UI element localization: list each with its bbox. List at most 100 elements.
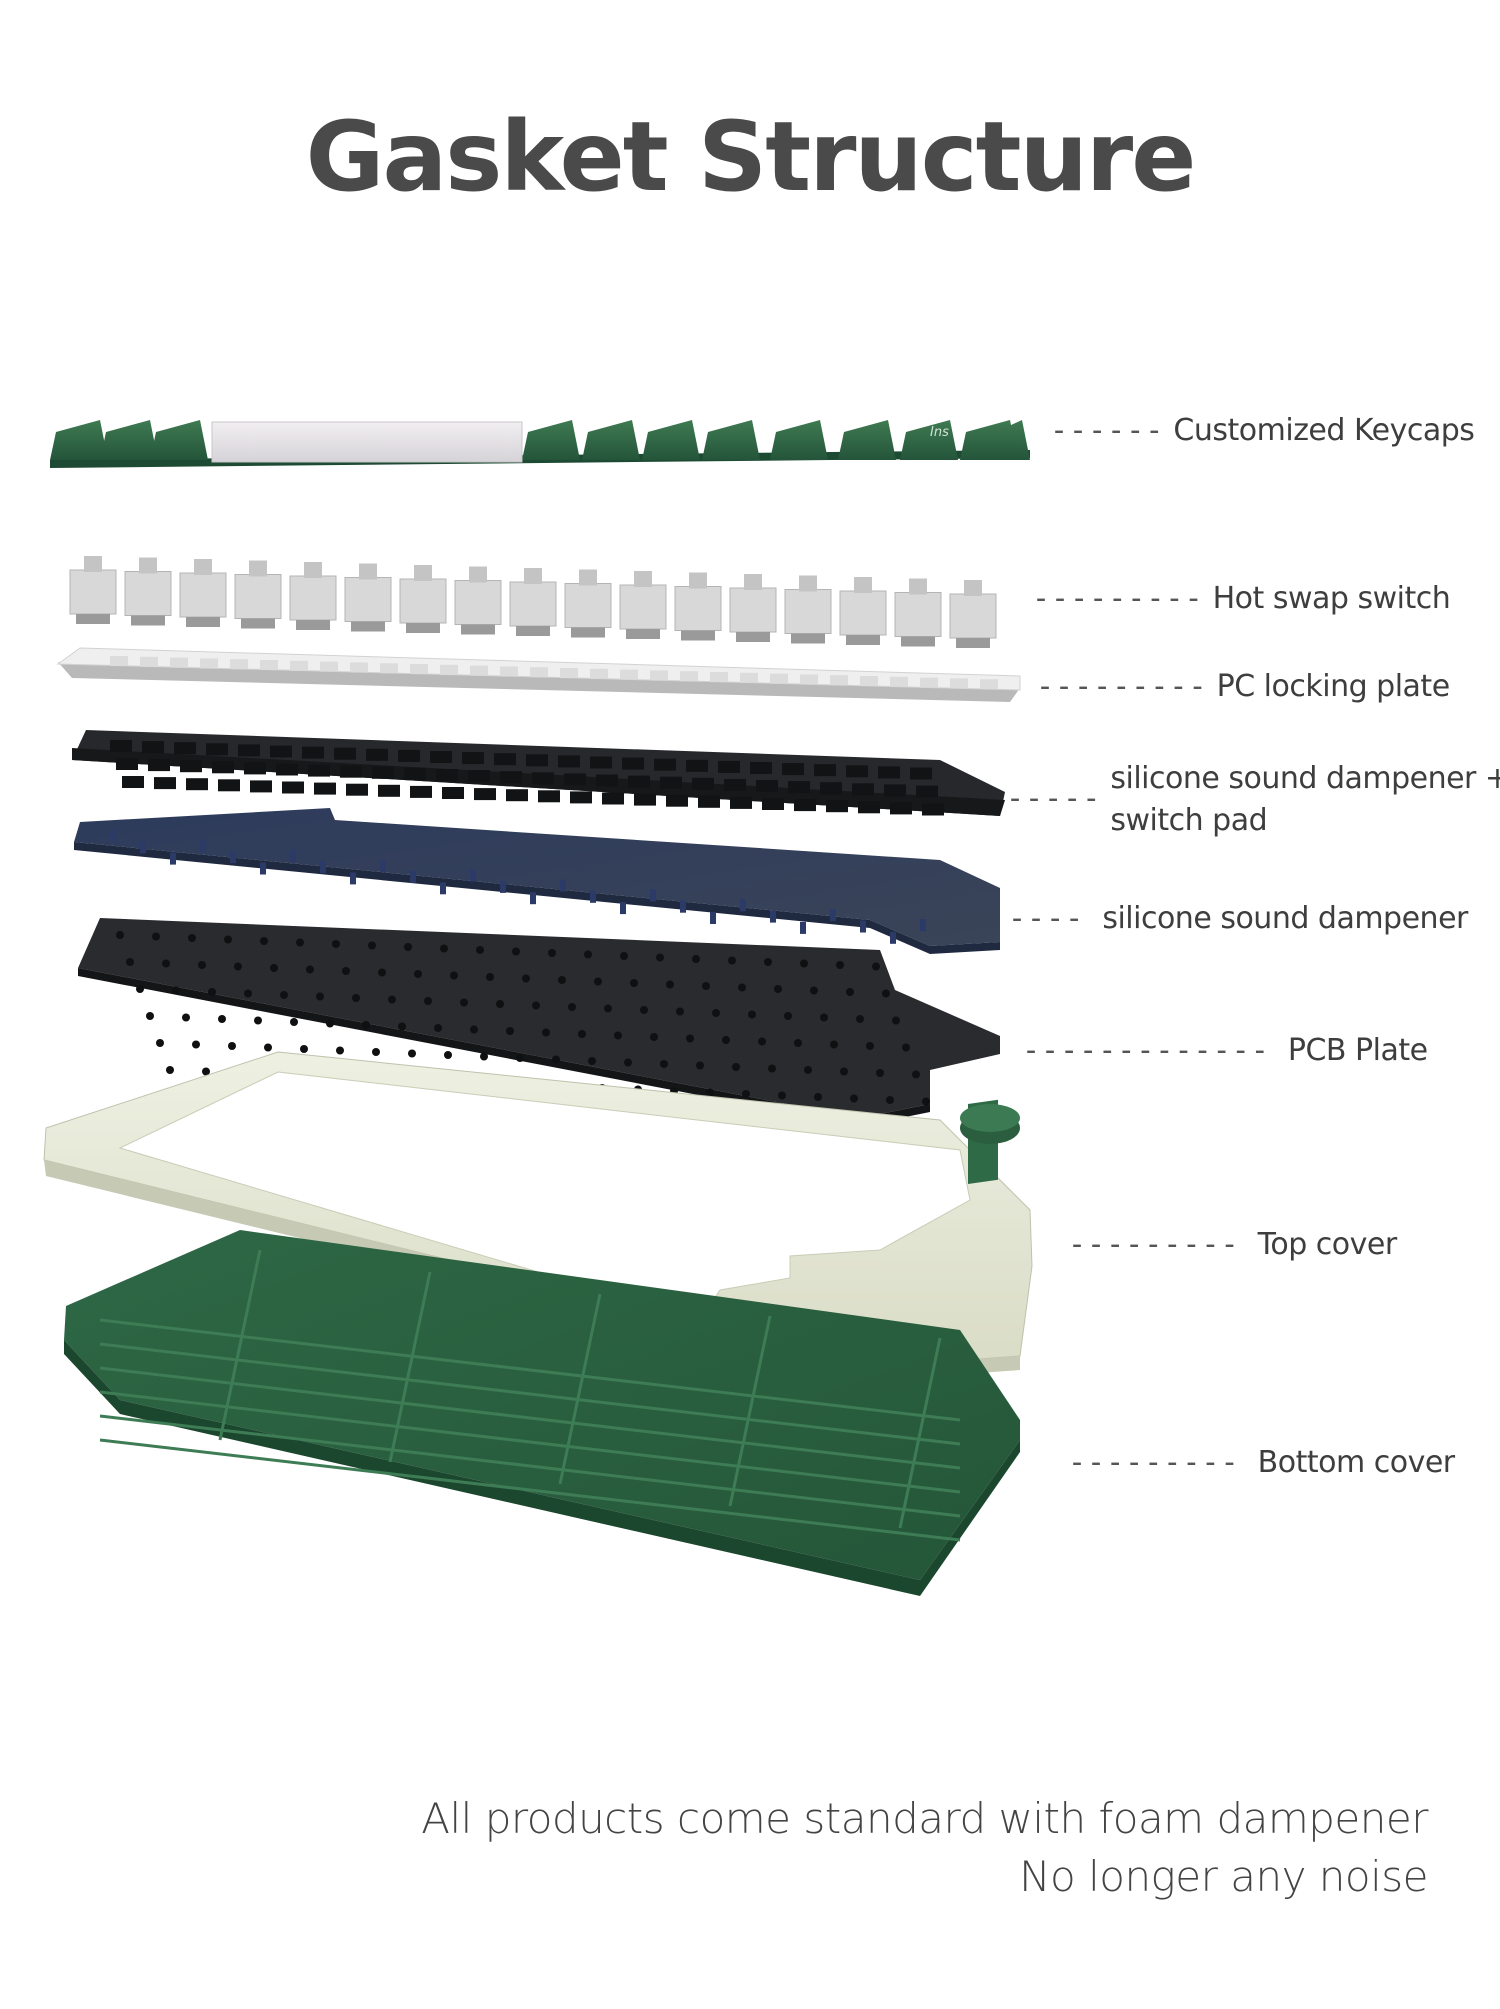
pcb-dot: [882, 989, 890, 998]
pad-cutout: [346, 783, 368, 796]
bottom-rib: [99, 1390, 961, 1494]
plate-hole: [560, 668, 578, 678]
pcb-dot: [192, 1040, 200, 1049]
pcb-dot: [764, 958, 772, 966]
pcb-pin: [230, 851, 236, 864]
pcb-dot: [414, 970, 422, 978]
switch-body: [179, 572, 227, 618]
switch-body: [564, 583, 612, 628]
pad-cutout: [238, 744, 260, 757]
switch-stem: [579, 569, 597, 586]
pad-cutout: [782, 763, 804, 776]
pcb-dot: [368, 941, 376, 950]
switch-body: [784, 589, 832, 634]
label-silicone-sound-dampener: ---- silicone sound dampener: [1008, 901, 1468, 936]
switch-stem: [799, 575, 817, 592]
pcb-dot: [372, 1048, 380, 1056]
pcb-pin: [200, 839, 206, 852]
pcb-pin: [740, 899, 746, 912]
pcb-dot: [126, 958, 134, 966]
pad-cutout: [852, 783, 874, 796]
pad-cutout: [314, 782, 336, 795]
silicone-dampener: [74, 808, 1000, 946]
switch-stem: [964, 580, 982, 596]
pcb-dot: [244, 989, 252, 998]
plate-hole: [800, 674, 818, 685]
pcb-dot: [624, 1058, 632, 1067]
pcb-dot: [306, 965, 314, 974]
pcb-dot: [840, 1067, 848, 1076]
switch-foot: [461, 624, 495, 635]
pad-cutout: [404, 767, 426, 780]
pad-cutout: [506, 789, 528, 802]
pcb-pin: [920, 919, 926, 932]
top-cover-layer: [43, 1051, 1033, 1380]
pcb-pin: [830, 909, 836, 922]
pad-cutout: [820, 782, 842, 795]
switch-foot: [791, 633, 825, 644]
pcb-dot: [640, 1006, 648, 1014]
pcb-dot: [136, 985, 144, 993]
pcb-pin: [710, 912, 716, 924]
switch-body: [234, 574, 282, 619]
switch-stem: [139, 557, 157, 574]
pcb-dot: [548, 949, 556, 957]
pcb-dot: [768, 1064, 776, 1073]
switch-body: [729, 587, 777, 633]
pad-cutout: [794, 799, 816, 812]
pcb-dot: [892, 1016, 900, 1025]
switch-stem: [689, 572, 707, 589]
pcb-dot: [542, 1028, 550, 1037]
pad-cutout: [532, 772, 554, 785]
pcb-dot: [774, 985, 782, 993]
pad-cutout: [590, 756, 612, 769]
switch-foot: [186, 617, 220, 627]
pcb-dot: [728, 956, 736, 965]
label-silicone-dampener-switch-pad-line1: silicone sound dampener +: [1110, 761, 1500, 796]
plate-hole: [380, 663, 398, 674]
pad-cutout: [814, 764, 836, 777]
pcb-dot: [162, 959, 170, 968]
pad-cutout: [218, 779, 240, 792]
switch-foot: [131, 615, 165, 626]
pcb-dot: [342, 967, 350, 975]
pcb-dot: [182, 1013, 190, 1022]
pad-cutout: [372, 766, 394, 779]
pad-cutout: [282, 781, 304, 794]
plate-hole: [590, 668, 608, 679]
pcb-dot: [270, 964, 278, 972]
keycap: [838, 420, 896, 460]
pcb-dot: [656, 953, 664, 962]
keycap: [770, 420, 828, 460]
label-top-cover: --------- Top cover: [1068, 1227, 1397, 1262]
pad-cutout: [878, 766, 900, 779]
pcb-dot: [260, 937, 268, 945]
plate-hole: [950, 678, 968, 689]
footer-line-2: No longer any noise: [1019, 1852, 1428, 1901]
pad-cutout: [276, 763, 298, 776]
pcb-dot: [804, 1066, 812, 1074]
switch-body: [69, 569, 117, 615]
pad-cutout: [430, 751, 452, 763]
pad-cutout: [340, 765, 362, 778]
pad-cutout: [468, 770, 490, 783]
label-keycaps: ------ Customized Keycaps: [1050, 413, 1475, 448]
plate-hole: [140, 656, 158, 667]
pad-cutout: [570, 791, 592, 804]
pcb-dot: [830, 1040, 838, 1049]
pcb-pin: [170, 852, 176, 865]
plate-hole: [110, 656, 128, 666]
plate-hole: [980, 679, 998, 690]
switch-body: [674, 586, 722, 631]
pcb-pin: [590, 890, 596, 903]
bottom-cover-layer: [64, 1230, 1020, 1596]
pcb-dot: [702, 982, 710, 990]
pcb-pin: [320, 861, 326, 874]
pad-cutout: [724, 778, 746, 791]
keycap: [150, 420, 208, 460]
pcb-pin: [680, 900, 686, 913]
plate-hole: [230, 659, 248, 670]
pcb-dot: [784, 1012, 792, 1020]
pad-cutout: [750, 762, 772, 774]
pad-cutout: [922, 803, 944, 816]
